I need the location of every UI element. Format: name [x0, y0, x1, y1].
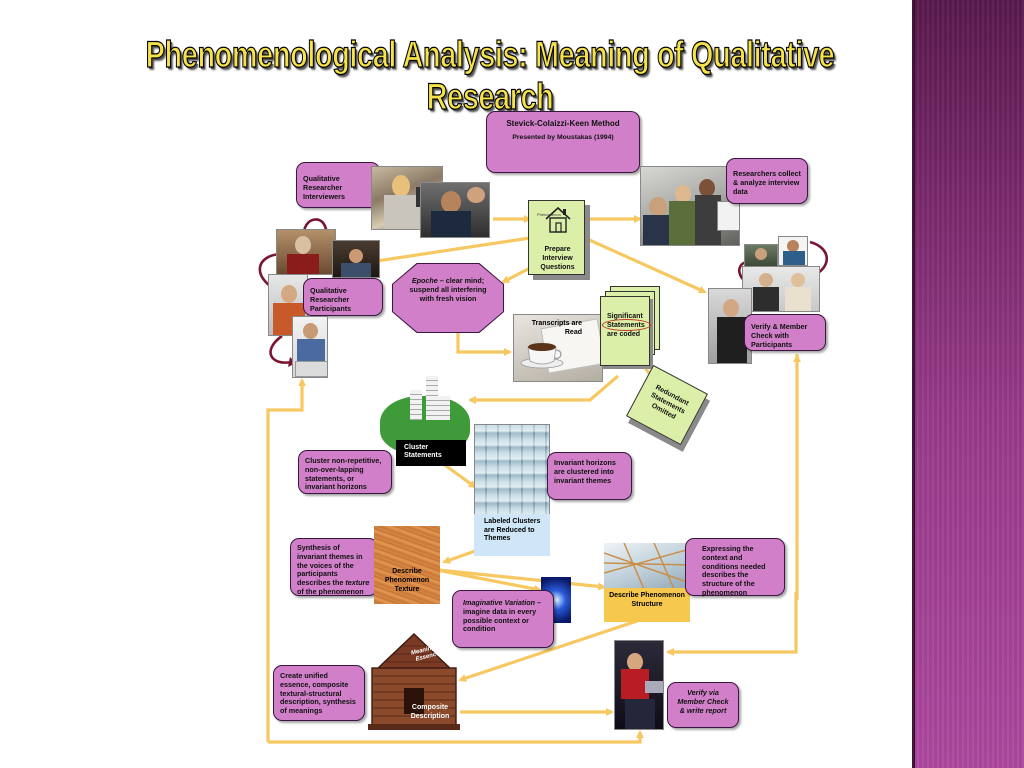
prepare-label: Prepare Interview Questions: [540, 246, 575, 271]
describe-texture-label: Describe Phenomenon Texture: [384, 568, 430, 593]
synthesis-text-a: Synthesis of invariant themes in the voi…: [297, 543, 363, 588]
significant-statements-card: Significant Statements are coded: [600, 296, 651, 366]
member-photo-2: [778, 236, 808, 266]
interviewee-photo: [420, 182, 490, 238]
wood-texture-image: Describe Phenomenon Texture: [374, 526, 440, 604]
expressing-box: Expressing the context and conditions ne…: [685, 538, 785, 597]
method-name: Stevick-Colaizzi-Keen Method: [506, 119, 620, 128]
unified-box: Create unified essence, composite textur…: [273, 665, 365, 721]
highlight-circle: [602, 319, 651, 331]
researchers-box: Researchers collect & analyze interview …: [726, 158, 808, 204]
invariant-box: Invariant horizons are clustered into in…: [547, 452, 632, 500]
file-shelves-photo: [474, 424, 550, 516]
verify-member-box: Verify & Member Check with Participants: [744, 314, 826, 351]
imaginative-emphasis: Imaginative Variation: [463, 598, 536, 607]
epoche-label: Epoche: [411, 276, 438, 285]
composite-label: Composite Description: [410, 704, 450, 720]
house-label: Phenomenon: [537, 212, 561, 217]
synthesis-box: Synthesis of invariant themes in the voi…: [290, 538, 378, 596]
imaginative-box: Imaginative Variation – imagine data in …: [452, 590, 554, 648]
describe-structure-label: Describe Phenomenon Structure: [604, 588, 690, 622]
participant-photo-4: [292, 316, 328, 378]
labeled-clusters-label: Labeled Clusters are Reduced to Themes: [474, 514, 550, 556]
participants-box: Qualitative Researcher Participants: [303, 278, 383, 316]
method-presenter: Presented by Moustakas (1994): [512, 133, 614, 141]
structure-roof-image: [604, 543, 690, 589]
log-house-icon: [368, 633, 460, 730]
epoche-octagon: Epoche – clear mind; suspend all interfe…: [393, 264, 503, 332]
participant-photo-2: [332, 240, 380, 278]
member-photo-1: [744, 244, 778, 268]
participant-photo-1: [276, 229, 336, 275]
prepare-questions-card: Phenomenon Prepare Interview Questions: [528, 200, 585, 275]
house-icon: [545, 206, 571, 233]
researchers-photo: [640, 166, 740, 246]
imaginative-text: – imagine data in every possible context…: [463, 598, 542, 634]
cluster-statements-label: Cluster Statements: [396, 440, 466, 466]
interviewers-box: Qualitative Researcher Interviewers: [296, 162, 380, 208]
transcripts-label: Transcripts are Read: [531, 320, 582, 336]
epoche-text: – clear mind; suspend all interfering wi…: [409, 276, 487, 303]
synthesis-text-b: of the phenomenon: [297, 586, 364, 596]
slide-title: Phenomenological Analysis: Meaning of Qu…: [145, 33, 835, 117]
transcripts-photo: Transcripts are Read: [513, 314, 603, 382]
decorative-sidebar: [912, 0, 1024, 768]
cluster-nonrep-box: Cluster non-repetitive, non-over-lapping…: [298, 450, 392, 494]
cluster-stacks-icon: [404, 374, 456, 422]
redundant-label: Redundant Statements Omitted: [649, 384, 690, 421]
roof-lattice-graphic: [604, 543, 690, 589]
method-box: Stevick-Colaizzi-Keen Method Presented b…: [486, 111, 640, 173]
verify-report-box: Verify via Member Check & write report: [667, 682, 739, 728]
coffee-cup-icon: [520, 343, 564, 369]
writer-photo: [614, 640, 664, 730]
synthesis-texture: texture: [345, 578, 370, 588]
member-photo-3: [742, 266, 820, 312]
